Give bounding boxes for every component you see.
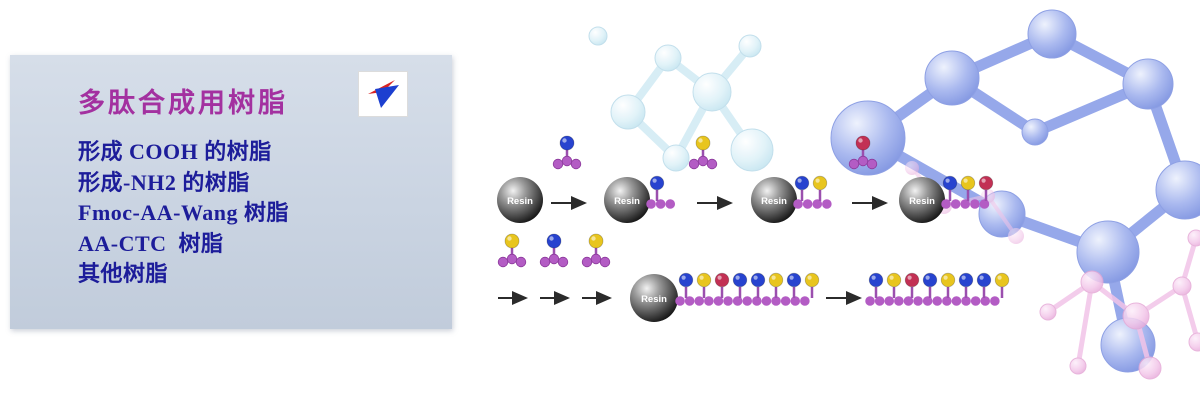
amino-acid-icon: [496, 232, 528, 269]
side-chain-ball-icon: [993, 271, 1011, 300]
blue-molecule-decoration: [830, 9, 1200, 373]
amino-acid-icon: [687, 134, 719, 171]
side-chain-ball-icon: [885, 271, 903, 300]
resin-sphere: Resin: [899, 177, 945, 223]
resin-list-item-fmoc-aa-wang[interactable]: Fmoc-AA-Wang 树脂: [78, 200, 289, 225]
side-chain-ball-icon: [939, 271, 957, 300]
side-chain-ball-icon: [903, 271, 921, 300]
resin-list-item-nh2[interactable]: 形成-NH2 的树脂: [78, 169, 250, 195]
resin-sphere: Resin: [604, 177, 650, 223]
side-chain-ball-icon: [749, 271, 767, 300]
cyan-molecule-decoration: [588, 26, 774, 172]
side-chain-ball-icon: [867, 271, 885, 300]
synthesis-scheme-row1: Resin Resin Resin Resin: [497, 134, 995, 223]
resin-menu-panel: 多肽合成用树脂 形成 COOH 的树脂 形成-NH2 的树脂 Fmoc-AA-W…: [10, 55, 452, 329]
brand-logo[interactable]: [358, 71, 408, 117]
side-chain-ball-icon: [695, 271, 713, 300]
resin-list-item-cooh[interactable]: 形成 COOH 的树脂: [78, 139, 272, 164]
resin-label: Resin: [641, 294, 667, 305]
brand-logo-icon: [368, 80, 399, 108]
resin-label: Resin: [614, 196, 640, 207]
resin-sphere: Resin: [751, 177, 797, 223]
resin-category-list: 形成 COOH 的树脂 形成-NH2 的树脂 Fmoc-AA-Wang 树脂 A…: [78, 137, 289, 290]
panel-title: 多肽合成用树脂: [78, 88, 288, 118]
side-chain-ball-icon: [975, 271, 993, 300]
resin-sphere: Resin: [630, 274, 678, 322]
side-chain-ball-icon: [785, 271, 803, 300]
side-chain-ball-icon: [731, 271, 749, 300]
side-chain-ball-icon: [677, 271, 695, 300]
amino-acid-icon: [580, 232, 612, 269]
resin-label: Resin: [909, 196, 935, 207]
side-chain-ball-icon: [793, 174, 811, 203]
resin-list-item-other[interactable]: 其他树脂: [78, 261, 169, 286]
side-chain-ball-icon: [767, 271, 785, 300]
side-chain-ball-icon: [921, 271, 939, 300]
resin-label: Resin: [507, 196, 533, 207]
side-chain-ball-icon: [803, 271, 821, 300]
resin-label: Resin: [761, 196, 787, 207]
side-chain-ball-icon: [713, 271, 731, 300]
side-chain-ball-icon: [648, 174, 666, 203]
resin-list-item-aa-ctc[interactable]: AA-CTC 树脂: [78, 230, 224, 256]
synthesis-scheme-row2: Resin: [496, 232, 1011, 322]
side-chain-ball-icon: [811, 174, 829, 203]
amino-acid-icon: [551, 134, 583, 171]
resin-sphere: Resin: [497, 177, 543, 223]
amino-acid-icon: [538, 232, 570, 269]
side-chain-ball-icon: [957, 271, 975, 300]
pink-molecule-decoration: [1039, 229, 1200, 380]
